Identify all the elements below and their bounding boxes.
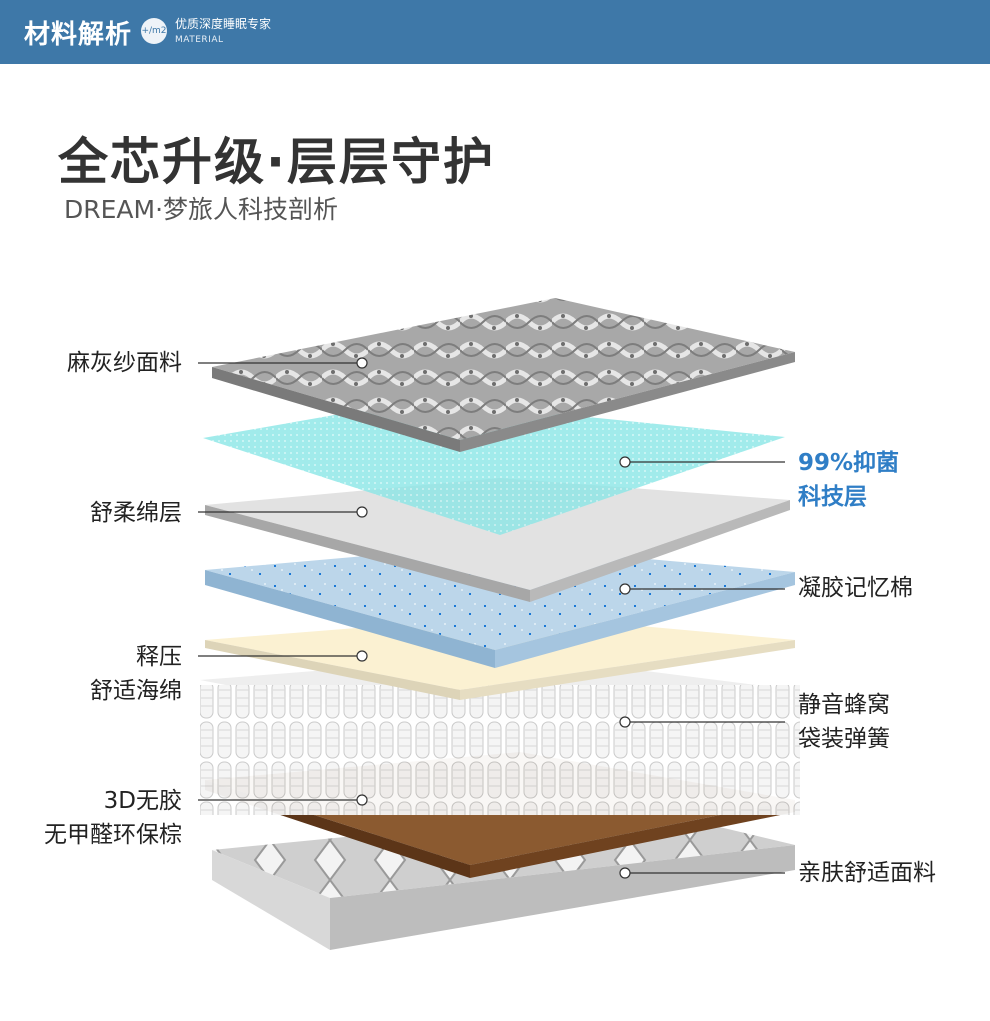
leader-dot xyxy=(357,507,367,517)
label-comfort-cotton: 舒柔绵层 xyxy=(90,496,182,530)
label-top-fabric: 麻灰纱面料 xyxy=(67,346,182,380)
leader-dot xyxy=(357,795,367,805)
label-palm-fiber: 3D无胶 无甲醛环保棕 xyxy=(44,784,182,852)
label-pocket-springs: 静音蜂窝 袋装弹簧 xyxy=(798,688,890,756)
leader-dot xyxy=(620,584,630,594)
label-antibacterial: 99%抑菌 科技层 xyxy=(798,446,899,514)
leader-dot xyxy=(357,358,367,368)
leader-dot xyxy=(620,868,630,878)
label-bottom-fabric: 亲肤舒适面料 xyxy=(798,856,936,890)
label-relief-sponge: 释压 舒适海绵 xyxy=(90,640,182,708)
leader-dot xyxy=(357,651,367,661)
leader-dot xyxy=(620,457,630,467)
leader-dot xyxy=(620,717,630,727)
label-gel-memory-foam: 凝胶记忆棉 xyxy=(798,571,913,605)
